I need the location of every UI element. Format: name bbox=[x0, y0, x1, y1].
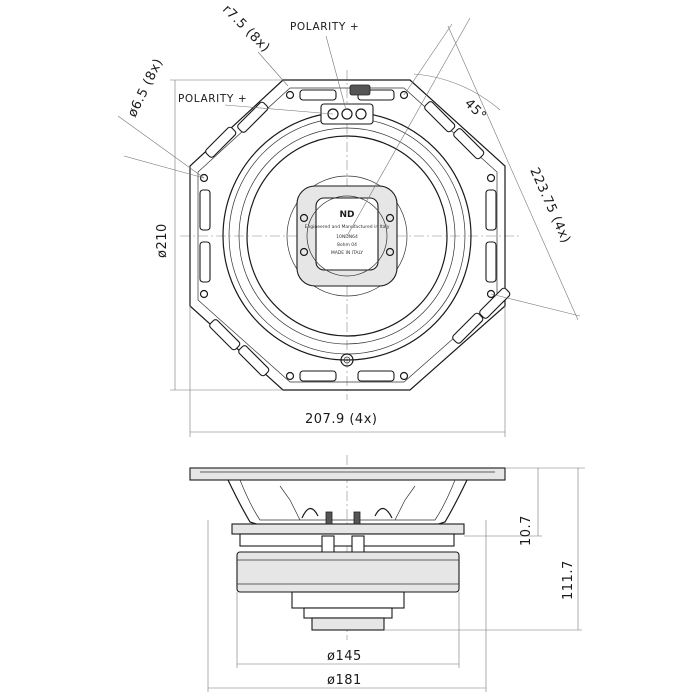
magnet-diameter-callout: ø145 bbox=[327, 649, 362, 664]
frame-outer-octagon bbox=[189, 79, 506, 391]
side-view bbox=[189, 455, 585, 692]
angle-callout: 45° bbox=[461, 96, 489, 124]
cutout-diameter-callout: ø181 bbox=[327, 673, 362, 688]
hole-leader bbox=[117, 115, 205, 179]
terminal-screw-icon bbox=[355, 108, 367, 120]
frame-slots bbox=[199, 89, 511, 382]
angle-arc bbox=[413, 73, 501, 111]
terminal-clip bbox=[349, 84, 371, 96]
side-flange bbox=[189, 467, 506, 481]
flange-offset-callout: 10.7 bbox=[519, 515, 534, 546]
radius-callout: r7.5 (8x) bbox=[219, 2, 273, 56]
radius-leader bbox=[257, 51, 289, 87]
basket-profile bbox=[227, 479, 468, 531]
label-line-4: MADE IN ITALY bbox=[331, 250, 364, 256]
bolt-circle-callout: 223.75 (4x) bbox=[526, 166, 573, 246]
label-brand: ND bbox=[339, 210, 354, 220]
polarity-left-label: POLARITY + bbox=[178, 93, 247, 105]
cone-outer-edge bbox=[246, 135, 448, 337]
side-terminals bbox=[321, 511, 365, 555]
label-line-2: 10NDN64 bbox=[336, 234, 358, 240]
total-depth-callout: 111.7 bbox=[561, 560, 576, 600]
terminal-minus-icon bbox=[341, 108, 353, 120]
polarity-top-label: POLARITY + bbox=[290, 21, 359, 33]
bolt-circle-dim-line bbox=[447, 25, 579, 321]
label-line-3: 8ohm 04 bbox=[337, 242, 357, 248]
side-top-plate bbox=[231, 523, 465, 535]
spider-profile bbox=[301, 507, 393, 519]
frame-height-callout: ø210 bbox=[155, 223, 170, 258]
polarity-left-leader bbox=[224, 104, 334, 115]
front-view: ND Engineered and Manufactured in Italy … bbox=[117, 17, 581, 437]
side-back-plate bbox=[291, 591, 405, 609]
mounting-holes bbox=[199, 90, 496, 381]
hole-callout: ø6.5 (8x) bbox=[125, 56, 166, 120]
label-plate bbox=[315, 197, 379, 271]
terminal-plus-icon bbox=[327, 108, 339, 120]
bottom-vent-icon bbox=[340, 353, 354, 367]
basket-ring-3 bbox=[238, 127, 456, 345]
frame-width-callout: 207.9 (4x) bbox=[305, 412, 377, 427]
terminal-block bbox=[320, 103, 374, 125]
dust-cap-ring bbox=[306, 195, 388, 277]
polarity-top-leader bbox=[325, 35, 347, 111]
label-line-1: Engineered and Manufactured in Italy bbox=[305, 224, 390, 230]
cone-inner bbox=[286, 175, 408, 297]
magnet-screws bbox=[299, 213, 395, 257]
side-magnet bbox=[236, 551, 460, 593]
